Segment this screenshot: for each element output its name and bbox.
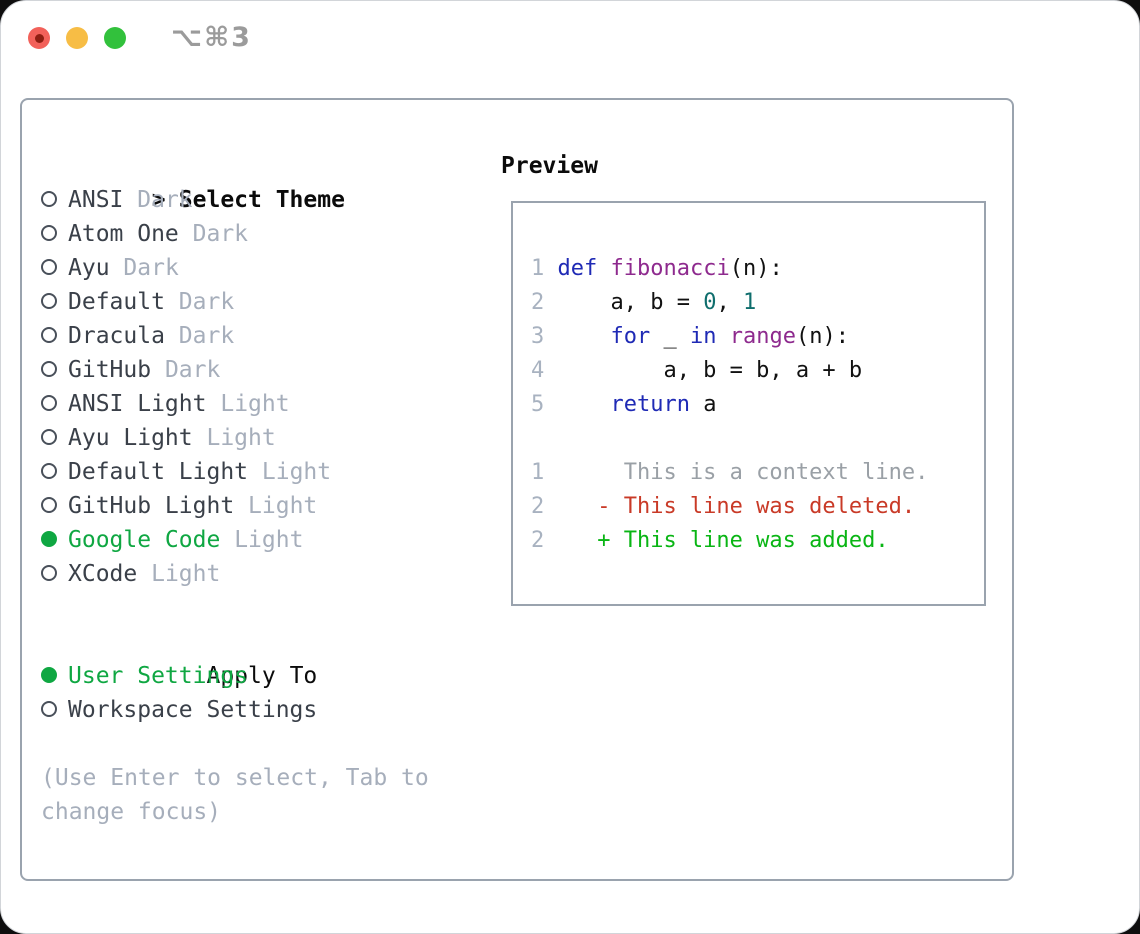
line-number: 3 — [531, 324, 545, 349]
theme-variant: Dark — [192, 221, 249, 247]
minimize-button[interactable] — [66, 27, 88, 49]
prompt-caret-icon: > — [151, 187, 166, 213]
theme-name: XCode — [68, 561, 138, 587]
theme-name: Google Code — [68, 527, 221, 553]
theme-option-xcode[interactable]: XCode Light — [41, 557, 429, 591]
line-number: 2 — [531, 528, 545, 553]
radio-icon — [41, 429, 57, 445]
radio-icon — [41, 361, 57, 377]
radio-icon — [41, 701, 57, 717]
preview-line-code: 5 return a — [531, 388, 976, 422]
theme-variant: Dark — [123, 255, 179, 281]
window-titlebar — [28, 27, 126, 49]
line-number: 5 — [531, 392, 545, 417]
radio-icon — [41, 225, 57, 241]
theme-variant: Light — [261, 459, 332, 485]
preview-line-code: 3 for _ in range(n): — [531, 320, 976, 354]
theme-variant: Dark — [178, 323, 235, 349]
theme-variant: Dark — [178, 289, 235, 315]
theme-variant: Light — [151, 561, 221, 587]
apply-option-workspace-settings[interactable]: Workspace Settings — [41, 693, 429, 727]
theme-variant: Light — [206, 425, 276, 451]
help-line-1: (Use Enter to select, Tab to — [41, 765, 429, 791]
preview-line-added: 2 + This line was added. — [531, 524, 976, 558]
preview-line-blank — [531, 422, 976, 456]
theme-name: Atom One — [68, 221, 179, 247]
theme-option-default-light[interactable]: Default Light Light — [41, 455, 429, 489]
window-title: ⌥⌘3 — [171, 22, 252, 53]
preview-line-code: 2 a, b = 0, 1 — [531, 286, 976, 320]
radio-icon — [41, 395, 57, 411]
theme-variant: Light — [220, 391, 290, 417]
theme-name: ANSI Light — [68, 391, 207, 417]
theme-name: GitHub — [68, 357, 152, 383]
radio-icon — [41, 463, 57, 479]
line-number: 2 — [531, 494, 545, 519]
theme-name: Ayu — [68, 255, 110, 281]
apply-option-user-settings[interactable]: User Settings — [41, 659, 429, 693]
theme-variant: Light — [234, 527, 304, 553]
preview-line-deleted: 2 - This line was deleted. — [531, 490, 976, 524]
maximize-button[interactable] — [104, 27, 126, 49]
help-text: (Use Enter to select, Tab to change focu… — [41, 761, 429, 829]
select-theme-header: > Select Theme — [41, 149, 429, 213]
theme-name: GitHub Light — [68, 493, 235, 519]
theme-option-ayu[interactable]: Ayu Dark — [41, 251, 429, 285]
theme-variant: Dark — [137, 187, 193, 213]
apply-to-title: Apply To — [206, 663, 318, 689]
radio-icon — [41, 497, 57, 513]
theme-name: Default — [68, 289, 165, 315]
help-line-2: change focus) — [41, 799, 222, 825]
theme-option-github-light[interactable]: GitHub Light Light — [41, 489, 429, 523]
theme-option-atom-one[interactable]: Atom One Dark — [41, 217, 429, 251]
preview-title: Preview — [501, 153, 598, 179]
theme-variant: Dark — [164, 357, 221, 383]
apply-option-label: User Settings — [68, 663, 249, 689]
theme-option-default[interactable]: Default Dark — [41, 285, 429, 319]
theme-variant: Light — [248, 493, 318, 519]
theme-option-ansi-light[interactable]: ANSI Light Light — [41, 387, 429, 421]
theme-name: Default Light — [68, 459, 249, 485]
radio-icon — [41, 191, 57, 207]
radio-icon — [41, 565, 57, 581]
theme-option-google-code[interactable]: Google Code Light — [41, 523, 429, 557]
theme-name: Ayu Light — [68, 425, 193, 451]
radio-icon — [41, 293, 57, 309]
theme-option-ayu-light[interactable]: Ayu Light Light — [41, 421, 429, 455]
radio-icon — [41, 327, 57, 343]
select-theme-title: Select Theme — [178, 187, 345, 213]
unsaved-indicator-dot — [34, 33, 44, 43]
theme-option-github[interactable]: GitHub Dark — [41, 353, 429, 387]
preview-line-context: 1 This is a context line. — [531, 456, 976, 490]
radio-selected-icon — [41, 667, 57, 683]
line-number: 1 — [531, 460, 545, 485]
apply-option-label: Workspace Settings — [68, 697, 318, 723]
line-number: 4 — [531, 358, 545, 383]
line-number: 1 — [531, 256, 545, 281]
theme-option-dracula[interactable]: Dracula Dark — [41, 319, 429, 353]
theme-name: Dracula — [68, 323, 165, 349]
radio-icon — [41, 259, 57, 275]
preview-line-code: 4 a, b = b, a + b — [531, 354, 976, 388]
theme-option-ansi[interactable]: ANSI Dark — [41, 183, 429, 217]
theme-name: ANSI — [68, 187, 124, 213]
close-button[interactable] — [28, 27, 50, 49]
apply-to-header: Apply To — [41, 625, 429, 689]
line-number: 2 — [531, 290, 545, 315]
radio-selected-icon — [41, 531, 57, 547]
